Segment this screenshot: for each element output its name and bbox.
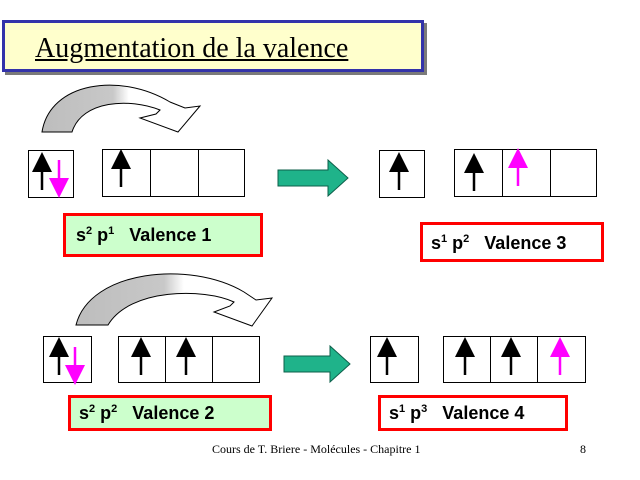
orbital-p3-r2 bbox=[212, 336, 260, 383]
transition-arrow-top bbox=[277, 158, 349, 198]
orbital-p3-r1 bbox=[198, 149, 245, 197]
curved-arrow-top bbox=[41, 84, 202, 133]
footer-text: Cours de T. Briere - Molécules - Chapitr… bbox=[212, 442, 421, 456]
transition-arrow-bottom bbox=[283, 344, 351, 384]
curved-arrow-bottom bbox=[75, 273, 274, 327]
title-box: Augmentation de la valence bbox=[2, 20, 424, 72]
label-valence-2: s2 p2 Valence 2 bbox=[68, 395, 272, 431]
slide-title: Augmentation de la valence bbox=[35, 33, 349, 64]
label-valence-3: s1 p2 Valence 3 bbox=[420, 222, 604, 262]
page-number: 8 bbox=[580, 442, 586, 456]
orbital-p3-r1-right bbox=[550, 149, 597, 197]
label-valence-4: s1 p3 Valence 4 bbox=[378, 395, 568, 431]
label-valence-1: s2 p1 Valence 1 bbox=[63, 213, 263, 257]
orbital-p2-r1 bbox=[150, 149, 199, 197]
